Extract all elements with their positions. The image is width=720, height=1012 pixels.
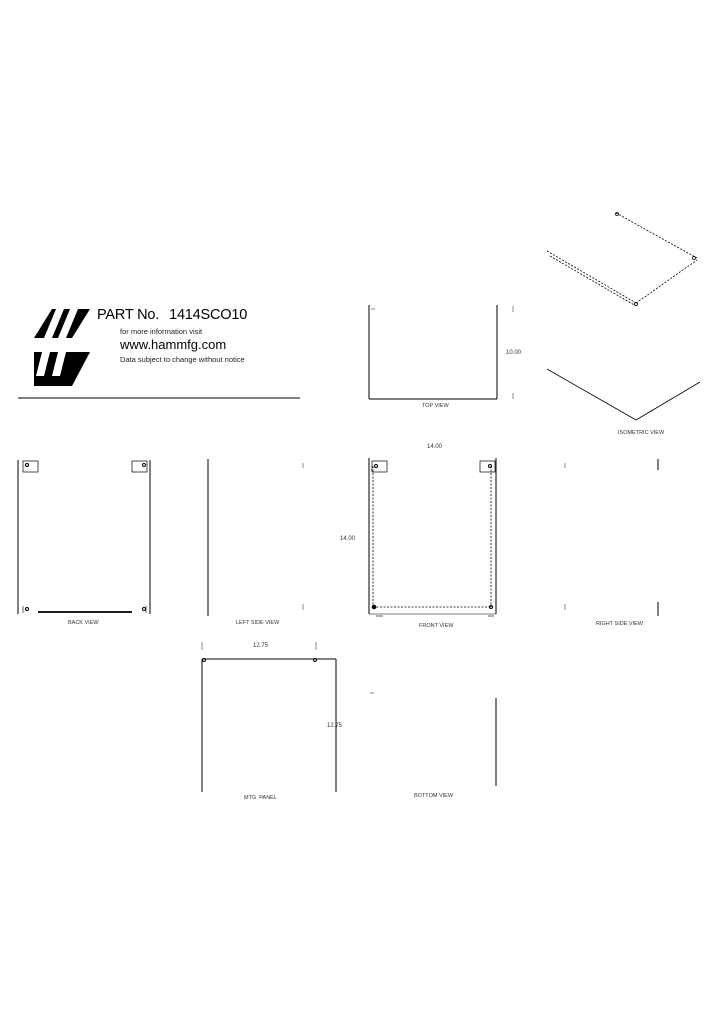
notice-text: Data subject to change without notice [120, 355, 245, 364]
left-side-view-label: LEFT SIDE VIEW [236, 620, 280, 626]
front-view [368, 458, 497, 617]
front-view-label: FRONT VIEW [419, 623, 454, 629]
back-view [17, 460, 151, 614]
panel-height-dim: 12.75 [327, 723, 343, 729]
top-view-label: TOP VIEW [422, 403, 450, 409]
isometric-view [546, 212, 701, 421]
isometric-view-label: ISOMETRIC VIEW [618, 430, 665, 436]
panel-width-dim: 12.75 [253, 643, 269, 649]
back-view-label: BACK VIEW [68, 620, 99, 626]
front-width-dim: 14.00 [427, 444, 443, 450]
top-view [368, 305, 514, 400]
mounting-panel [201, 642, 337, 792]
right-side-view-label: RIGHT SIDE VIEW [596, 621, 644, 627]
info-text: for more information visit [120, 327, 203, 336]
mounting-panel-label: MTG. PANEL [244, 795, 277, 801]
bottom-view [370, 692, 497, 786]
right-side-view [564, 459, 659, 616]
left-side-view [207, 459, 304, 616]
part-label: PART No. [97, 307, 160, 323]
bottom-view-label: BOTTOM VIEW [414, 793, 454, 799]
part-number: 1414SCO10 [169, 307, 248, 323]
front-height-dim: 14.00 [340, 536, 356, 542]
website-link[interactable]: www.hammfg.com [120, 337, 227, 352]
hammond-logo-icon [34, 309, 90, 386]
part-number-heading: PART No. 1414SCO10 [97, 307, 247, 323]
top-depth-dim: 10.00 [506, 350, 522, 356]
